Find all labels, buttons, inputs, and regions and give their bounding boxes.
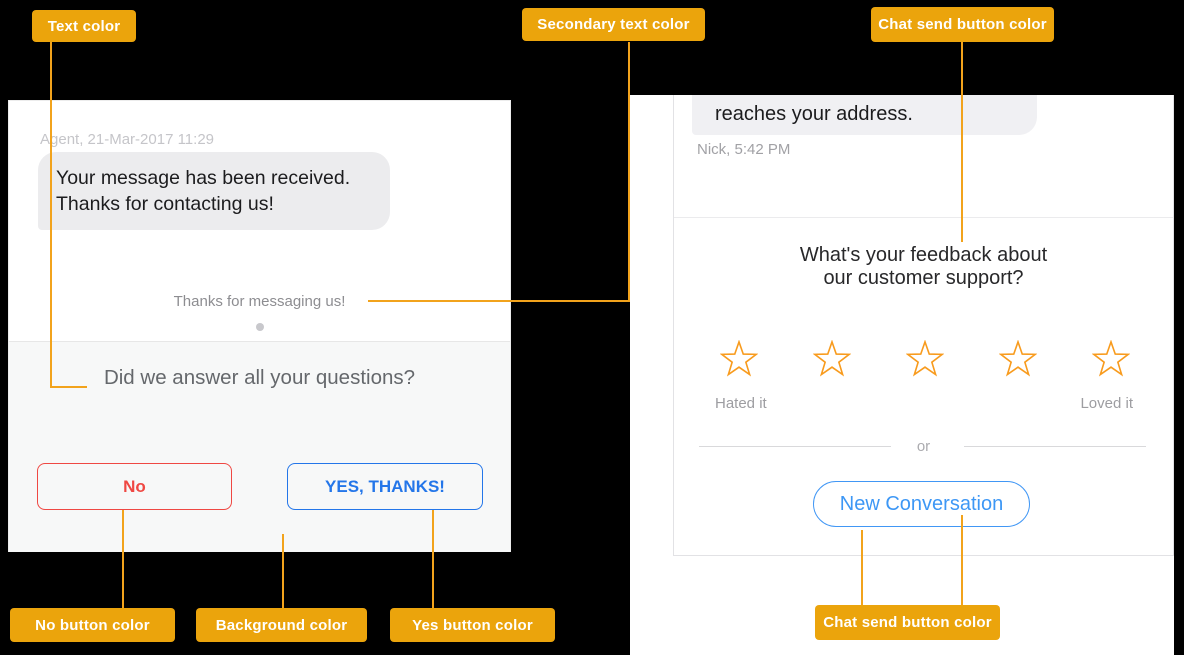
or-divider-line-right — [964, 446, 1146, 447]
no-button-color-pointer-line — [122, 510, 124, 608]
secondary-text-color-label: Secondary text color — [522, 8, 705, 41]
chat-send-button-color-label-top: Chat send button color — [871, 7, 1054, 42]
section-divider — [674, 217, 1173, 218]
survey-question: Did we answer all your questions? — [103, 366, 416, 389]
rating-low-label: Hated it — [715, 395, 767, 412]
left-chat-panel: Agent, 21-Mar-2017 11:29 Your message ha… — [8, 100, 511, 552]
star-icon[interactable] — [999, 340, 1037, 378]
yes-thanks-button[interactable]: YES, THANKS! — [287, 463, 483, 510]
chat-send-button-color-label-bottom: Chat send button color — [815, 605, 1000, 640]
secondary-message: Thanks for messaging us! — [173, 293, 346, 310]
feedback-question-line2: our customer support? — [823, 267, 1024, 289]
text-color-label: Text color — [32, 10, 136, 42]
text-color-pointer-line — [50, 386, 87, 388]
agent-message-bubble-right: reaches your address. — [692, 95, 1037, 135]
right-chat-panel: reaches your address. Nick, 5:42 PM What… — [673, 95, 1174, 556]
no-button-color-label: No button color — [10, 608, 175, 642]
star-icon[interactable] — [906, 340, 944, 378]
chat-send-button-color-pointer-line — [961, 515, 963, 605]
star-icon[interactable] — [813, 340, 851, 378]
yes-button-color-label: Yes button color — [390, 608, 555, 642]
background-color-label: Background color — [196, 608, 367, 642]
or-divider-label: or — [916, 438, 931, 455]
rating-high-label: Loved it — [1080, 395, 1133, 412]
star-icon[interactable] — [1092, 340, 1130, 378]
typing-indicator-dot — [256, 323, 264, 331]
feedback-question-line1: What's your feedback about — [799, 244, 1048, 266]
agent-timestamp: Agent, 21-Mar-2017 11:29 — [40, 131, 215, 148]
secondary-text-color-pointer-line — [628, 42, 630, 302]
new-conversation-button[interactable]: New Conversation — [813, 481, 1030, 527]
chat-send-button-color-pointer-line — [861, 530, 863, 605]
chat-send-button-color-pointer-line — [961, 42, 963, 242]
background-color-pointer-line — [282, 534, 284, 608]
text-color-pointer-line — [50, 42, 52, 388]
nick-timestamp: Nick, 5:42 PM — [697, 141, 791, 158]
or-divider-line-left — [699, 446, 891, 447]
feedback-question: What's your feedback about our customer … — [674, 244, 1173, 290]
no-button[interactable]: No — [37, 463, 232, 510]
yes-button-color-pointer-line — [432, 510, 434, 608]
star-rating — [720, 340, 1130, 378]
secondary-text-color-pointer-line — [368, 300, 630, 302]
agent-message-bubble: Your message has been received. Thanks f… — [38, 152, 390, 230]
star-icon[interactable] — [720, 340, 758, 378]
survey-section: Did we answer all your questions? No YES… — [9, 341, 510, 552]
